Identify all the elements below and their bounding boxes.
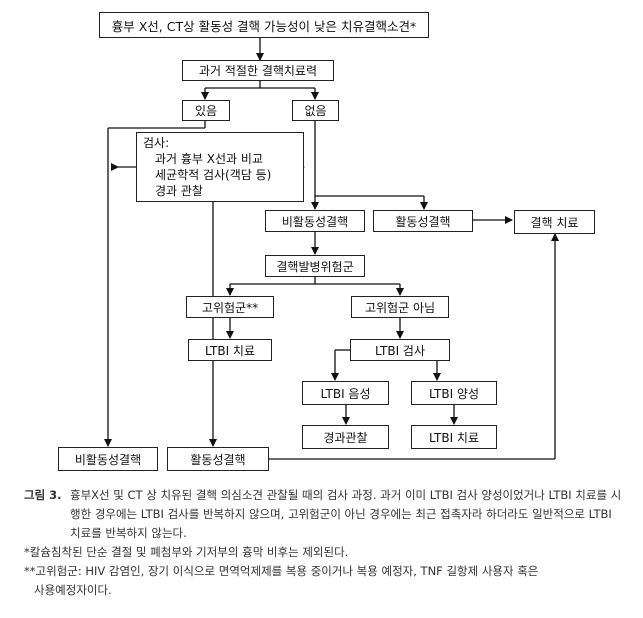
ltbi-treatment-label-1: LTBI 치료: [204, 343, 256, 358]
risk-group-label: 결핵발병위험군: [276, 259, 354, 274]
ltbi-test-box: LTBI 검사: [350, 339, 450, 361]
top-finding-label: 흉부 X선, CT상 활동성 결핵 가능성이 낮은 치유결핵소견*: [111, 18, 417, 34]
ltbi-test-label: LTBI 검사: [374, 343, 426, 358]
ltbi-treatment-box-1: LTBI 치료: [188, 339, 272, 361]
footnote-2-line-1: **고위험군: HIV 감염인, 장기 이식으로 면역억제제를 복용 중이거나 …: [24, 564, 539, 578]
exam-item-1: 과거 흉부 X선과 비교: [155, 152, 263, 166]
past-treatment-box: 과거 적절한 결핵치료력: [182, 60, 334, 81]
risk-group-box: 결핵발병위험군: [265, 255, 365, 277]
high-risk-label: 고위험군**: [201, 300, 259, 315]
ltbi-treatment-box-2: LTBI 치료: [411, 425, 497, 449]
footnote-1: *칼슘침착된 단순 결절 및 폐첨부와 기저부의 흉막 비후는 제외된다.: [24, 545, 349, 559]
exam-item-2: 세균학적 검사(객담 등): [155, 168, 272, 182]
inactive-tb-box-2: 비활동성결핵: [58, 447, 158, 471]
active-tb-box: 활동성결핵: [373, 210, 473, 232]
exam-title: 검사:: [143, 136, 170, 150]
flow-connectors: [104, 37, 559, 460]
footnote-2: **고위험군: HIV 감염인, 장기 이식으로 면역억제제를 복용 중이거나 …: [24, 562, 624, 600]
ltbi-positive-box: LTBI 양성: [411, 381, 497, 405]
footnote-2-line-2: 사용예정자이다.: [34, 583, 112, 597]
no-box: 없음: [292, 100, 339, 121]
active-tb-label: 활동성결핵: [395, 214, 451, 229]
no-label: 없음: [304, 104, 327, 118]
ltbi-negative-label: LTBI 음성: [320, 386, 371, 401]
yes-box: 있음: [182, 100, 230, 121]
tb-treatment-box: 결핵 치료: [514, 210, 595, 234]
active-tb-box-2: 활동성결핵: [167, 447, 269, 471]
observation-box: 경과관찰: [302, 425, 389, 449]
inactive-tb-label: 비활동성결핵: [281, 214, 349, 229]
ltbi-negative-box: LTBI 음성: [302, 381, 389, 405]
inactive-tb-box: 비활동성결핵: [265, 210, 365, 232]
observation-label: 경과관찰: [323, 430, 368, 445]
past-treatment-label: 과거 적절한 결핵치료력: [198, 64, 318, 78]
not-high-risk-label: 고위험군 아님: [364, 300, 436, 315]
high-risk-box: 고위험군**: [186, 296, 274, 318]
inactive-tb-label-2: 비활동성결핵: [74, 452, 142, 467]
top-finding-box: 흉부 X선, CT상 활동성 결핵 가능성이 낮은 치유결핵소견*: [99, 12, 429, 38]
yes-label: 있음: [194, 104, 218, 118]
figure-caption: 그림 3. 흉부X선 및 CT 상 치유된 결핵 의심소견 관찰될 때의 검사 …: [24, 486, 624, 600]
ltbi-positive-label: LTBI 양성: [428, 386, 480, 401]
not-high-risk-box: 고위험군 아님: [351, 296, 449, 318]
exam-item-3: 경과 관찰: [155, 184, 203, 198]
caption-label: 그림 3.: [24, 488, 62, 502]
tb-treatment-label: 결핵 치료: [530, 215, 579, 230]
caption-text: 흉부X선 및 CT 상 치유된 결핵 의심소견 관찰될 때의 검사 과정. 과거…: [70, 488, 622, 540]
ltbi-treatment-label-2: LTBI 치료: [428, 430, 480, 445]
active-tb-label-2: 활동성결핵: [190, 452, 246, 467]
exam-box: 검사: 과거 흉부 X선과 비교 세균학적 검사(객담 등) 경과 관찰: [136, 132, 304, 202]
